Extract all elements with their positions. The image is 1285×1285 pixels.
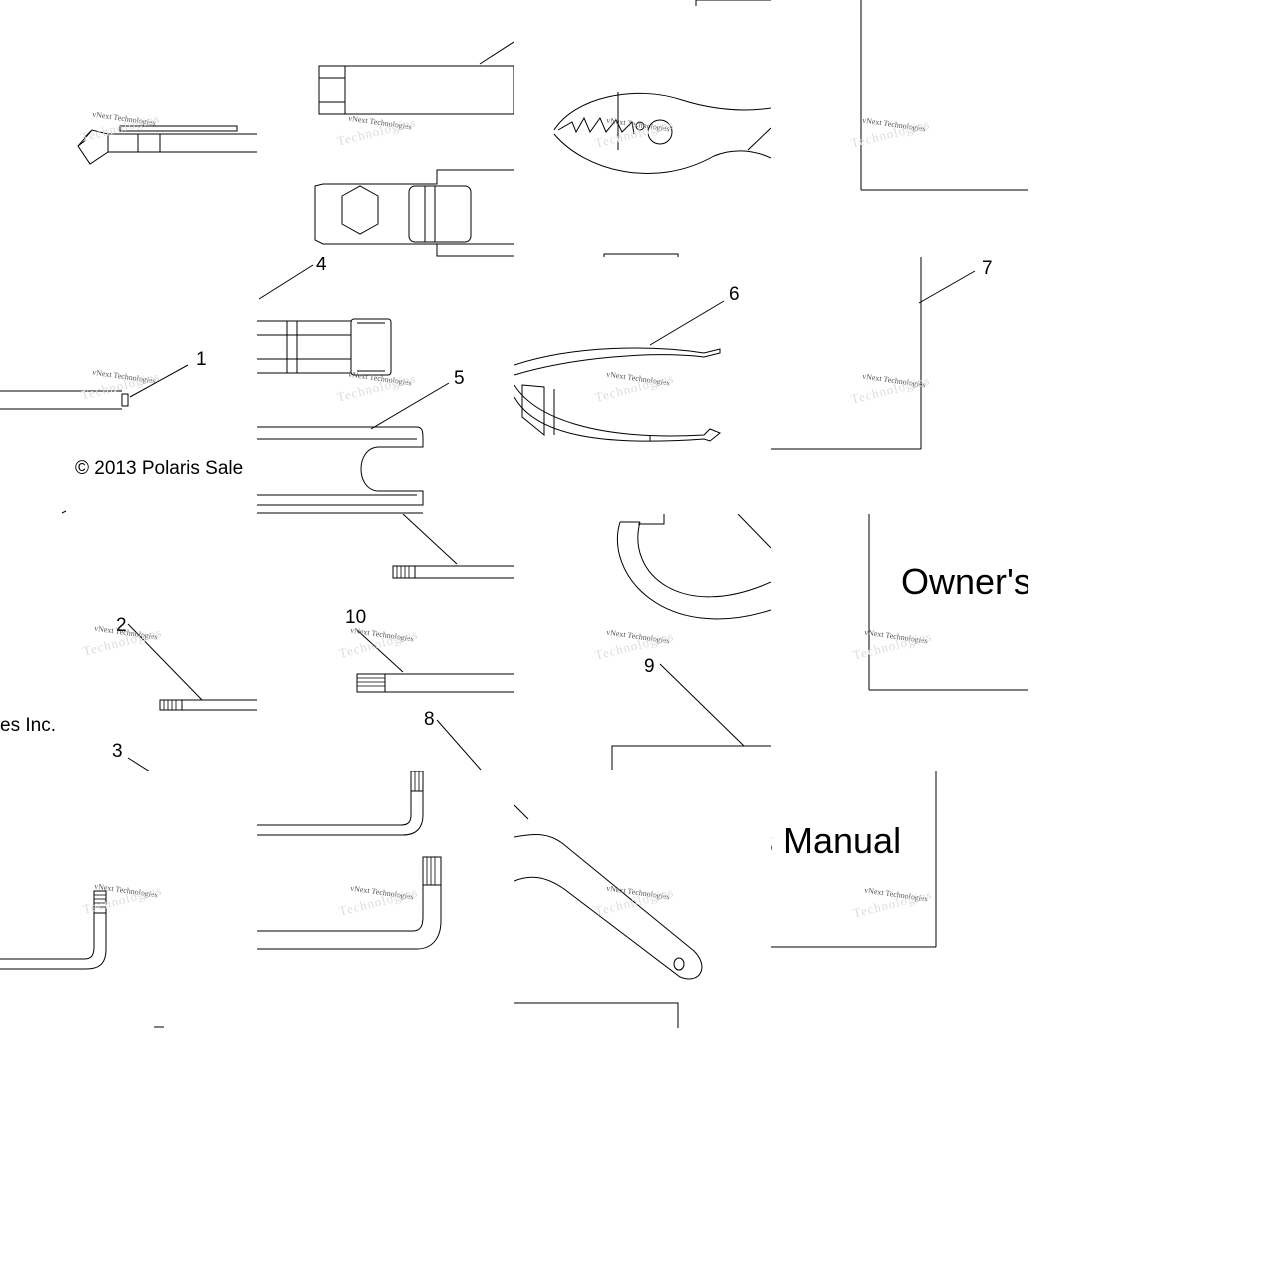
copyright-text-part-b: es Inc.	[0, 715, 56, 736]
tile-r3c3: 9	[514, 514, 771, 771]
tile-r2c3: 6	[514, 257, 771, 514]
hex-key-pair-drawing	[257, 771, 442, 950]
callout-8: 8	[424, 709, 435, 730]
tile-r4c3	[514, 771, 771, 1028]
tile-r1c1	[0, 0, 257, 257]
tile-r1c4	[771, 0, 1028, 257]
tile-r3c2: 10 8	[257, 514, 514, 771]
screwdriver-shaft-drawing	[0, 364, 189, 514]
spanner-handle-drawing	[514, 804, 703, 1028]
copyright-text-part-a: © 2013 Polaris Sale	[75, 458, 244, 479]
owners-manual-corner-drawing	[860, 0, 1028, 191]
callout-9: 9	[644, 656, 655, 677]
socket-and-spanner-drawing	[257, 264, 450, 514]
owners-manual-edge-drawing	[771, 257, 976, 450]
tile-r3c4: Owner's	[771, 514, 1028, 771]
tile-r2c4: 7	[771, 257, 1028, 514]
tweezers-drawing	[514, 300, 725, 442]
callout-10: 10	[345, 607, 367, 628]
owners-manual-bottom-drawing	[771, 771, 937, 948]
tile-r3c1: 2 es Inc. 3	[0, 514, 257, 771]
manual-title-part-b: s Manual	[771, 820, 902, 861]
callout-7: 7	[982, 258, 993, 279]
tile-r4c1	[0, 771, 257, 1028]
tile-r2c1: 1 © 2013 Polaris Sale	[0, 257, 257, 514]
spanner-hook-drawing	[611, 514, 771, 770]
wrench-end-drawing	[77, 125, 257, 165]
manual-title-part-a: Owner's	[901, 561, 1028, 602]
callout-2: 2	[116, 615, 127, 636]
socket-wrench-drawing	[314, 41, 514, 257]
tile-r4c4: s Manual	[771, 771, 1028, 1028]
callout-6: 6	[729, 284, 740, 305]
pliers-drawing	[553, 0, 771, 257]
tile-r1c3	[514, 0, 771, 257]
hex-key-large-l-drawing	[0, 890, 164, 1028]
hex-key-small-drawing	[127, 623, 257, 771]
tile-r1c2	[257, 0, 514, 257]
owners-manual-box-drawing	[868, 514, 1028, 691]
tile-r4c2	[257, 771, 514, 1028]
hex-key-medium-drawing	[356, 514, 514, 771]
callout-3: 3	[112, 741, 123, 762]
callout-5: 5	[454, 368, 465, 389]
callout-1: 1	[196, 349, 207, 370]
callout-4: 4	[316, 257, 327, 275]
tile-r2c2: 4 5	[257, 257, 514, 514]
